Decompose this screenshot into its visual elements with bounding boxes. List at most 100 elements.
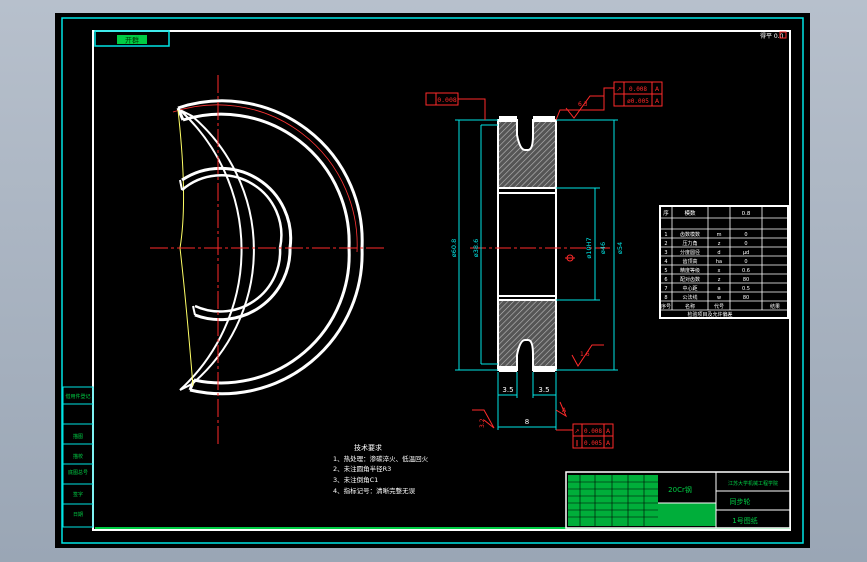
top-right-mark: 得平 0.0 (760, 32, 784, 40)
gtol-b1-sym: ↗ (574, 428, 579, 435)
roughness-bottom-left: 3.2 (479, 418, 486, 428)
roughness-top: 6.3 (578, 101, 588, 108)
gtol-tr1-val: 0.008 (629, 86, 647, 93)
title-block: 20Cr钢 江苏大学机械工程学院 同步轮 1号图纸 (565, 471, 791, 529)
pt-cell: 0 (744, 232, 747, 238)
side-block-4: 底图总号 (68, 469, 88, 476)
side-block-5: 签字 (73, 491, 83, 498)
pt-cell: 分度圆径 (680, 249, 700, 256)
dim-w2: 3.5 (538, 386, 549, 394)
pt-cell: 1 (664, 232, 667, 238)
gtol-top-left: 0.008 (425, 92, 486, 120)
pt-cell: 5 (664, 268, 667, 274)
gtol-bottom: ↗ 0.008 A ‖ 0.005 A (556, 423, 614, 449)
pt-cell: 0 (744, 241, 747, 247)
pt-cell: 6 (664, 277, 667, 283)
gtol-b1-datum: A (606, 428, 611, 435)
dim-d5: ø54 (616, 242, 624, 254)
bore-cap-bottom (192, 305, 196, 316)
side-view (150, 75, 385, 445)
pt-cell: µd (743, 250, 749, 256)
pt-cell: 4 (664, 259, 667, 265)
tech-notes: 技术要求 1、热处理：渗碳淬火、低温回火 2、未注圆角半径R3 3、未注倒角C1… (333, 443, 429, 495)
side-block-6: 日期 (73, 512, 83, 518)
pt-cell: 0.5 (742, 286, 750, 292)
outer-ring-edge (177, 99, 364, 396)
gtol-top-right: ↗ 0.008 A ø0.005 A (555, 81, 663, 121)
pt-cell: x (718, 268, 721, 274)
dim-w3: 8 (525, 418, 529, 426)
hatch-top (497, 119, 557, 189)
roughness-bottom-right: 1.6 (580, 351, 590, 358)
pt-cell: 中心距 (682, 285, 697, 292)
pt-f2: 代号 (714, 303, 724, 310)
gtol-b2-val: 0.005 (584, 440, 602, 447)
pt-cell: 0.6 (742, 268, 750, 274)
pt-h3: 0.8 (742, 211, 751, 217)
inner-frame (92, 30, 791, 531)
material-label: 20Cr钢 (668, 485, 692, 494)
tech-note-2: 2、未注圆角半径R3 (333, 464, 391, 473)
gtol-b2-sym: ‖ (576, 440, 579, 447)
drawing-number: 1号图纸 (732, 516, 757, 525)
pt-cell: 3 (664, 250, 667, 256)
bore-inner (181, 174, 283, 313)
pt-cell: 配对齿数 (680, 276, 700, 283)
pt-cell: d (717, 250, 720, 256)
outer-ring-shape (179, 109, 255, 391)
pt-cell: z (718, 241, 721, 247)
pt-cell: z (718, 277, 721, 283)
outer-frame (61, 17, 804, 544)
pt-cell: a (717, 286, 720, 292)
bore-outer (181, 166, 293, 322)
gtol-b1-val: 0.008 (584, 428, 602, 435)
pt-f1: 名称 (685, 303, 695, 310)
tech-note-3: 3、未注倒角C1 (333, 475, 378, 484)
pt-cell: 压力角 (682, 240, 697, 247)
tech-notes-title: 技术要求 (354, 443, 382, 452)
pt-cell: w (717, 295, 721, 301)
pt-h0: 序 (663, 209, 669, 217)
bore-cap-top (179, 179, 183, 191)
pt-cell: 8 (664, 295, 667, 301)
corner-tag-fill (117, 35, 147, 44)
pt-cell: 齿顶高 (682, 258, 697, 265)
dim-d3: ø10H7 (585, 237, 593, 258)
tech-note-4: 4、指标记号：清晰完整无误 (333, 486, 416, 495)
dimension-lines (455, 119, 618, 430)
pt-rows: 1 齿数模数 m 0 2 压力角 z 0 3 分度圆径 d µd 4 齿顶高 h… (664, 231, 750, 301)
part-name: 同步轮 (730, 497, 751, 506)
side-block-2: 描图 (73, 433, 83, 440)
side-block-0: 借用件登记 (65, 393, 90, 400)
dim-d4: ø46 (599, 242, 607, 254)
pt-cell: 7 (664, 286, 667, 292)
top-right-mark-box (779, 31, 787, 39)
pt-cell: 0 (744, 259, 747, 265)
gtol-top-left-value: 0.008 (437, 96, 457, 104)
hatch-bottom (497, 299, 557, 371)
pt-cell: 公法线 (682, 294, 697, 301)
pt-cell: m (717, 232, 722, 238)
pt-f0: 序号 (661, 303, 671, 310)
pt-cell: 80 (743, 277, 749, 283)
gtol-tr1-datum: A (655, 86, 660, 93)
gtol-b2-datum: A (606, 440, 611, 447)
ring-cap-top (176, 107, 185, 121)
pt-caption: 检验项目及允许偏差 (687, 311, 732, 318)
side-blocks: 借用件登记 描图 描校 底图总号 签字 日期 (62, 386, 94, 528)
param-table: 序 模数 0.8 1 齿数模数 m 0 2 压力角 z 0 3 分度圆径 d µ… (659, 205, 789, 319)
gtol-tr1-sym: ↗ (616, 86, 621, 93)
dim-d1: ø60.8 (450, 239, 458, 257)
dim-w1: 3.5 (502, 386, 513, 394)
bore-section (497, 187, 557, 301)
company-label: 江苏大学机械工程学院 (728, 480, 778, 487)
corner-tag-box (94, 30, 170, 47)
pt-cell: 80 (743, 295, 749, 301)
tooth-top-right (533, 116, 555, 122)
gtol-tr2-val: ø0.005 (627, 98, 649, 105)
tooth-top-left (499, 116, 517, 122)
pt-cell: 精度等级 (680, 267, 700, 274)
corner-tag-label: 开群 (125, 36, 139, 45)
roughness-symbols (472, 95, 604, 429)
